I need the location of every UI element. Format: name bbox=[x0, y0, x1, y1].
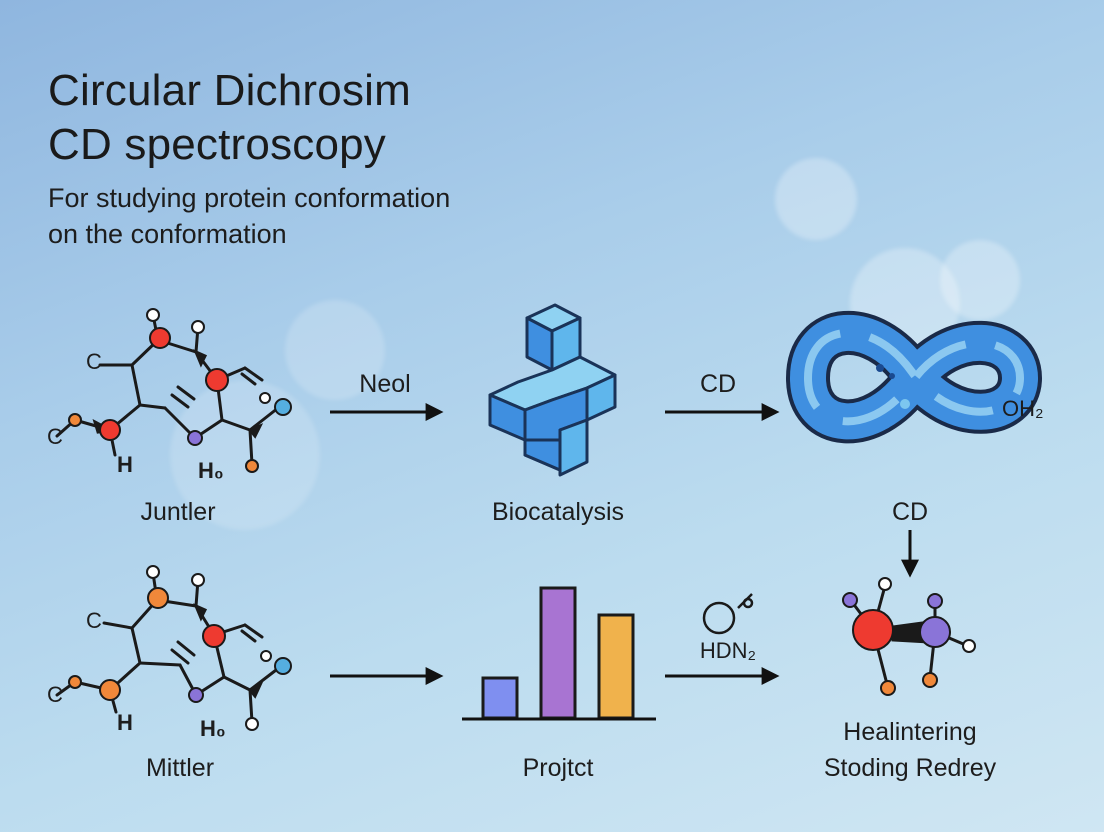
arrow-label-cd: CD bbox=[699, 370, 737, 398]
bar-2 bbox=[539, 586, 577, 720]
atom-label-c: C bbox=[86, 349, 102, 374]
result-label: Healintering Stoding Redrey bbox=[824, 714, 996, 786]
atom-purple bbox=[188, 687, 204, 703]
chart-label-projtct: Projtct bbox=[522, 754, 594, 782]
atom-label-h0: H₀ bbox=[200, 716, 226, 741]
subtitle-line-2: on the conformation bbox=[48, 219, 287, 249]
atoms-bottom-right bbox=[842, 577, 976, 696]
atom-red bbox=[205, 368, 229, 392]
atom-red bbox=[202, 624, 226, 648]
atom-purple bbox=[842, 592, 858, 608]
atom-red-large bbox=[852, 609, 894, 651]
biocatalysis-label: Biocatalysis bbox=[492, 498, 624, 526]
atom-label-c: C bbox=[47, 682, 63, 707]
atom-small bbox=[245, 717, 259, 731]
atom-purple bbox=[187, 430, 203, 446]
oh2-label: OH₂ bbox=[1002, 396, 1044, 421]
infinity-ribbon-icon bbox=[786, 311, 1042, 444]
title-line-2: CD spectroscopy bbox=[48, 120, 387, 169]
bokeh-circle bbox=[170, 380, 320, 530]
atom-label-h0: H₀ bbox=[198, 458, 224, 483]
title-line-1: Circular Dichrosim bbox=[48, 66, 411, 115]
atom-small bbox=[260, 650, 272, 662]
atom-label-h: H bbox=[117, 710, 133, 735]
atom-small bbox=[146, 308, 160, 322]
result-label-line-2: Stoding Redrey bbox=[823, 754, 997, 782]
atom-orange bbox=[68, 413, 82, 427]
atom-small bbox=[191, 573, 205, 587]
bokeh-circle bbox=[285, 300, 385, 400]
subtitle-line-1: For studying protein conformation bbox=[48, 183, 451, 213]
atom-small bbox=[191, 320, 205, 334]
atom-orange bbox=[245, 459, 259, 473]
atom-small bbox=[878, 577, 892, 591]
atom-purple bbox=[919, 616, 951, 648]
atom-label-c: C bbox=[86, 608, 102, 633]
atom-orange bbox=[99, 679, 121, 701]
atom-small bbox=[259, 392, 271, 404]
bar-chart bbox=[481, 586, 635, 720]
page-subtitle: For studying protein conformation on the… bbox=[48, 180, 450, 252]
atoms-bottom-left bbox=[68, 565, 292, 731]
biocatalysis-block-icon bbox=[488, 303, 617, 477]
cd-label-down: CD bbox=[891, 498, 929, 526]
atom-orange bbox=[68, 675, 82, 689]
atom-small bbox=[962, 639, 976, 653]
molecule-label-juntler: Juntler bbox=[140, 498, 216, 526]
page-title: Circular Dichrosim CD spectroscopy bbox=[48, 64, 411, 172]
molecule-label-mittler: Mittler bbox=[145, 754, 215, 782]
atom-small bbox=[146, 565, 160, 579]
atom-blue bbox=[274, 398, 292, 416]
atom-label-c: C bbox=[47, 424, 63, 449]
atom-label-h: H bbox=[117, 452, 133, 477]
atom-orange bbox=[880, 680, 896, 696]
bar-3 bbox=[597, 613, 635, 720]
ring-icon bbox=[702, 593, 754, 635]
result-label-line-1: Healintering bbox=[843, 718, 977, 746]
atoms-top-left bbox=[68, 308, 292, 473]
atom-red bbox=[149, 327, 171, 349]
atom-purple bbox=[927, 593, 943, 609]
atom-blue bbox=[274, 657, 292, 675]
atom-red bbox=[99, 419, 121, 441]
arrow-label-hdn2: HDN₂ bbox=[699, 638, 757, 663]
bar-1 bbox=[481, 676, 519, 720]
bokeh-circle bbox=[940, 240, 1020, 320]
bokeh-circle bbox=[775, 158, 857, 240]
atom-orange bbox=[922, 672, 938, 688]
arrow-label-neol: Neol bbox=[359, 370, 411, 398]
atom-orange bbox=[147, 587, 169, 609]
